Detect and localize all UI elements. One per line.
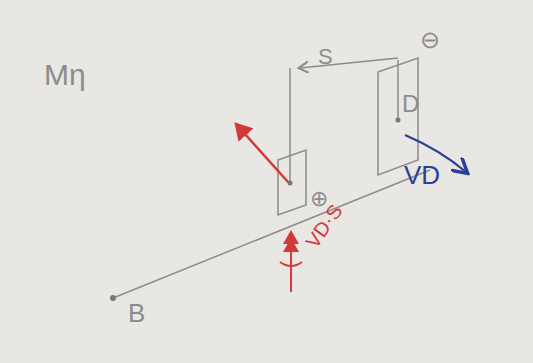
- point-label: D: [402, 92, 419, 116]
- sign-label: ⊖: [420, 28, 440, 52]
- s-label: S: [318, 46, 333, 68]
- moment-label: Mη: [44, 60, 86, 90]
- velocity-label: VD: [404, 162, 440, 188]
- velocity-label: VD·S: [302, 201, 346, 252]
- point-label: B: [128, 300, 145, 326]
